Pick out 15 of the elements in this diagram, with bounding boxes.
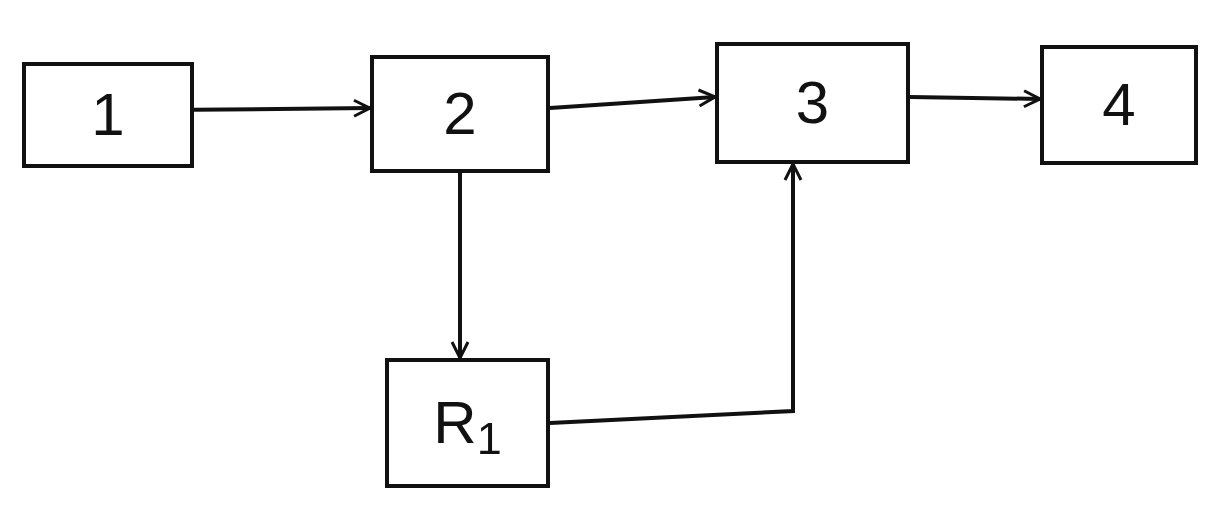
arrow xyxy=(909,89,1042,109)
process-box xyxy=(385,358,550,488)
arrow xyxy=(193,98,372,118)
box-label: 3 xyxy=(795,73,830,133)
box-label: 4 xyxy=(1102,75,1136,135)
process-box xyxy=(370,55,550,173)
box-label: 1 xyxy=(91,85,125,145)
process-box xyxy=(1040,45,1198,165)
process-box xyxy=(22,62,194,168)
box-label: 2 xyxy=(443,84,477,144)
arrow xyxy=(549,162,803,425)
arrow xyxy=(450,173,470,360)
box-label: R$_{1}$ xyxy=(433,393,502,453)
process-box xyxy=(715,42,910,164)
arrow xyxy=(549,88,717,111)
